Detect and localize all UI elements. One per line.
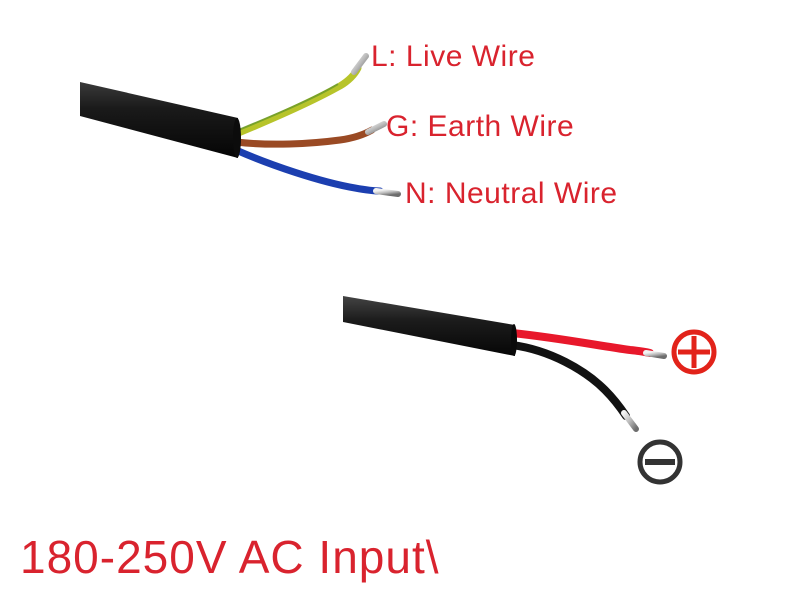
- ac-three-core-cable: [80, 53, 401, 197]
- positive-wire-tip: [643, 350, 667, 359]
- negative-wire-tip: [621, 410, 639, 432]
- negative-wire-black: [508, 341, 630, 420]
- live-wire-tip: [351, 53, 369, 75]
- input-voltage-caption: 180-250V AC Input\: [20, 531, 440, 583]
- plus-circle-icon: [671, 329, 717, 375]
- earth-wire-tip: [365, 121, 387, 135]
- neutral-wire-label: N: Neutral Wire: [405, 177, 618, 210]
- live-wire-label: L: Live Wire: [371, 40, 536, 73]
- ac-cable-jacket: [80, 82, 238, 158]
- neutral-wire-tip: [373, 188, 401, 197]
- minus-circle-icon: [637, 439, 683, 485]
- neutral-wire-blue: [232, 146, 384, 195]
- earth-wire-brown: [232, 126, 376, 148]
- dc-two-core-cable: [343, 296, 667, 432]
- dc-cable-jacket: [343, 296, 515, 356]
- earth-wire-label: G: Earth Wire: [386, 110, 575, 143]
